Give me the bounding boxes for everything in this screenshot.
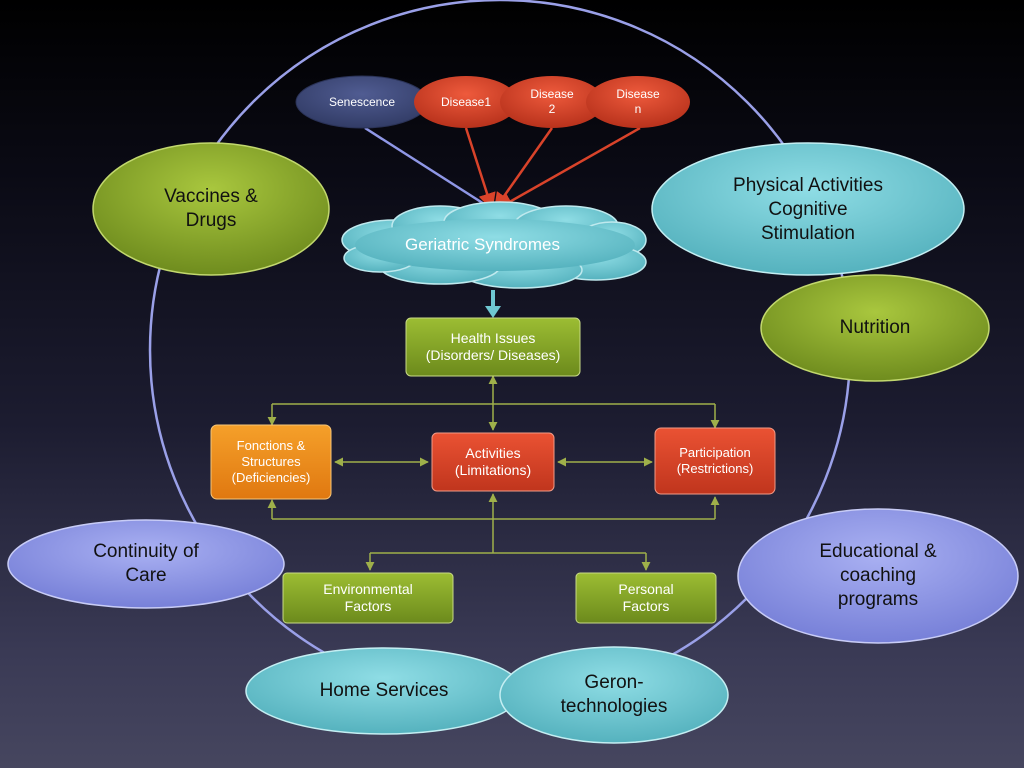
arrow-disease2: [493, 127, 554, 211]
personal-box: [575, 572, 717, 624]
gerontechnologies-node: [499, 646, 729, 744]
diseasen-node: [586, 76, 690, 128]
senescence-node: [295, 75, 429, 129]
disease1-node: [414, 76, 518, 128]
arrowhead-cloud-health: [485, 306, 501, 318]
physical-activities-node: [651, 142, 965, 276]
disease2-node: [500, 76, 604, 128]
educational-node: [737, 508, 1019, 644]
arrow-disease1: [464, 127, 496, 211]
health-issues-box: [405, 317, 581, 377]
environmental-box: [282, 572, 454, 624]
home-services-node: [245, 647, 523, 735]
activities-box: [431, 432, 555, 492]
cloud-fill: [355, 219, 635, 271]
participation-box: [654, 427, 776, 495]
nutrition-node: [760, 274, 990, 382]
functions-box: [210, 424, 332, 500]
arrow-diseasen: [495, 126, 641, 211]
continuity-node: [7, 519, 285, 609]
vaccines-node: [92, 142, 330, 276]
arrow-senescence: [364, 126, 493, 211]
